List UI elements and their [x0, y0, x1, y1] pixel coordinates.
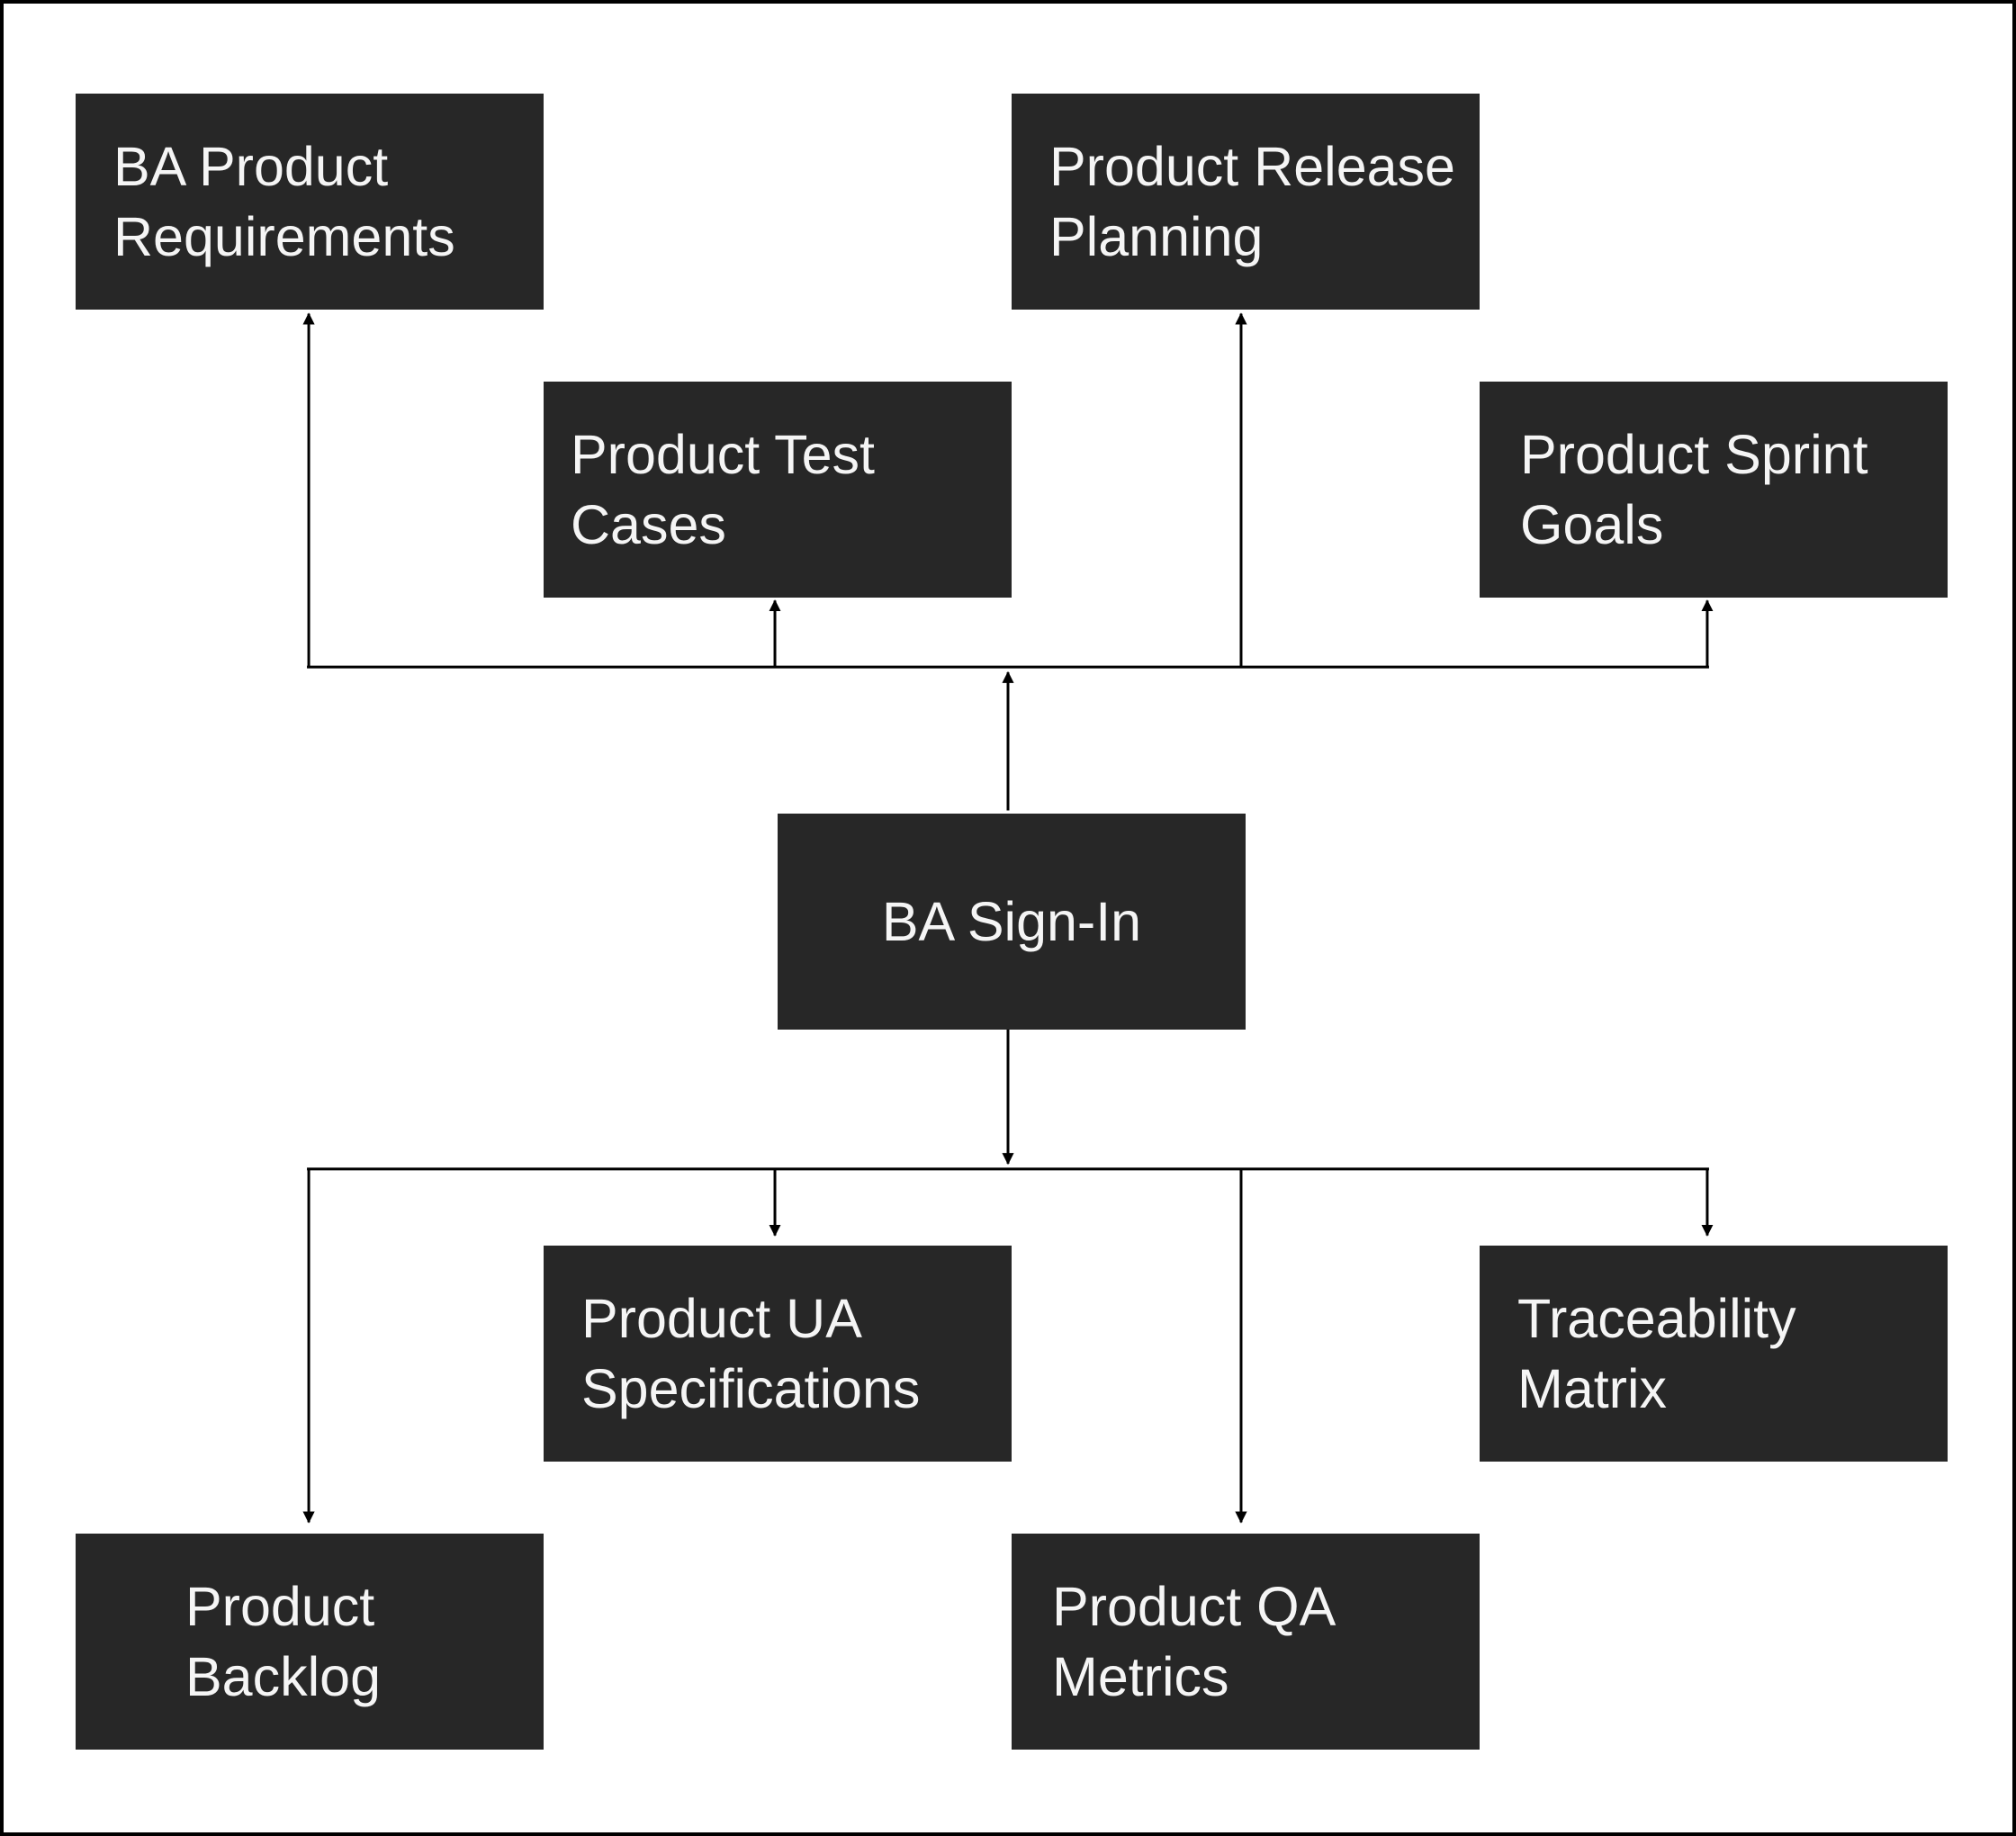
node-product-qa-metrics: Product QA Metrics — [1012, 1534, 1480, 1750]
node-label: Traceability Matrix — [1517, 1288, 1796, 1419]
node-label: BA Product Requirements — [113, 136, 455, 267]
node-product-backlog: Product Backlog — [76, 1534, 544, 1750]
node-label: Product Sprint Goals — [1520, 424, 1868, 555]
node-ba-sign-in: BA Sign-In — [778, 814, 1246, 1030]
node-label: Product Release Planning — [1049, 136, 1455, 267]
node-ba-product-requirements: BA Product Requirements — [76, 94, 544, 310]
node-label: Product QA Metrics — [1052, 1576, 1333, 1707]
node-label: Product UA Specifications — [581, 1288, 921, 1419]
node-product-release-planning: Product Release Planning — [1012, 94, 1480, 310]
node-traceability-matrix: Traceability Matrix — [1480, 1246, 1948, 1462]
node-product-test-cases: Product Test Cases — [544, 382, 1012, 598]
node-product-sprint-goals: Product Sprint Goals — [1480, 382, 1948, 598]
node-label: Product Test Cases — [571, 424, 875, 555]
connector-layer — [302, 312, 1714, 1524]
node-label: BA Sign-In — [881, 891, 1142, 952]
node-label: Product Backlog — [185, 1576, 382, 1707]
node-product-ua-specifications: Product UA Specifications — [544, 1246, 1012, 1462]
